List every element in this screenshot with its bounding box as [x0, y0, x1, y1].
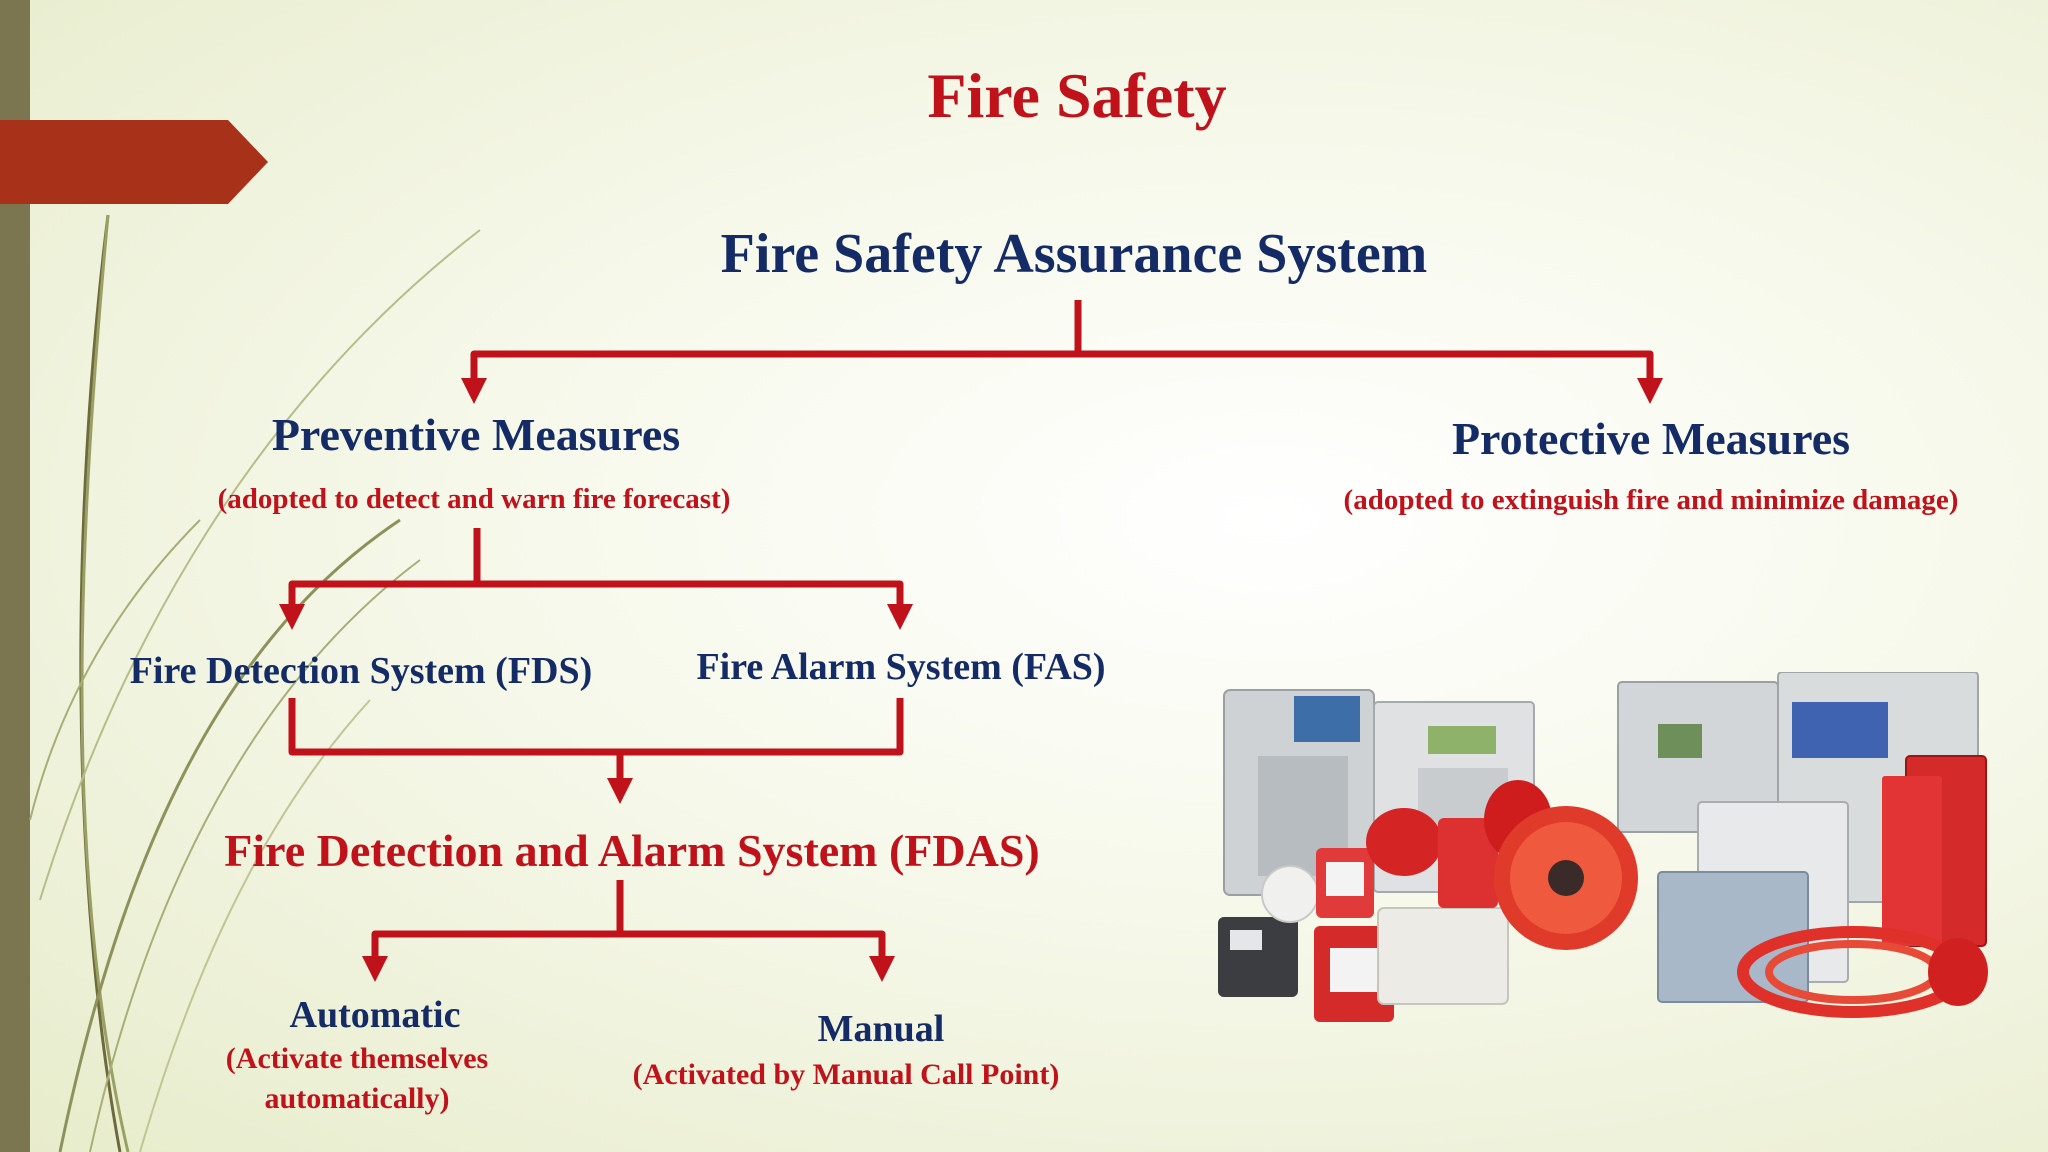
- title-tab-arrow: [0, 120, 268, 204]
- automatic-subtitle-line1: (Activate themselves: [225, 1042, 489, 1075]
- automatic-title: Automatic: [289, 994, 461, 1036]
- fire-alarm-equipment-image: [1218, 672, 1988, 1022]
- preventive-measures-title: Preventive Measures: [271, 409, 681, 460]
- protective-measures-subtitle: (adopted to extinguish fire and minimize…: [1343, 484, 1959, 516]
- fas-node: Fire Alarm System (FAS): [696, 646, 1106, 688]
- slide-title: Fire Safety: [927, 60, 1227, 131]
- root-node-title: Fire Safety Assurance System: [720, 223, 1428, 285]
- fds-node: Fire Detection System (FDS): [129, 650, 593, 692]
- fdas-node: Fire Detection and Alarm System (FDAS): [224, 825, 1040, 876]
- automatic-subtitle-line2: automatically): [264, 1082, 450, 1115]
- manual-title: Manual: [817, 1008, 945, 1050]
- manual-subtitle: (Activated by Manual Call Point): [632, 1058, 1060, 1091]
- preventive-measures-subtitle: (adopted to detect and warn fire forecas…: [217, 483, 731, 515]
- protective-measures-title: Protective Measures: [1451, 413, 1851, 464]
